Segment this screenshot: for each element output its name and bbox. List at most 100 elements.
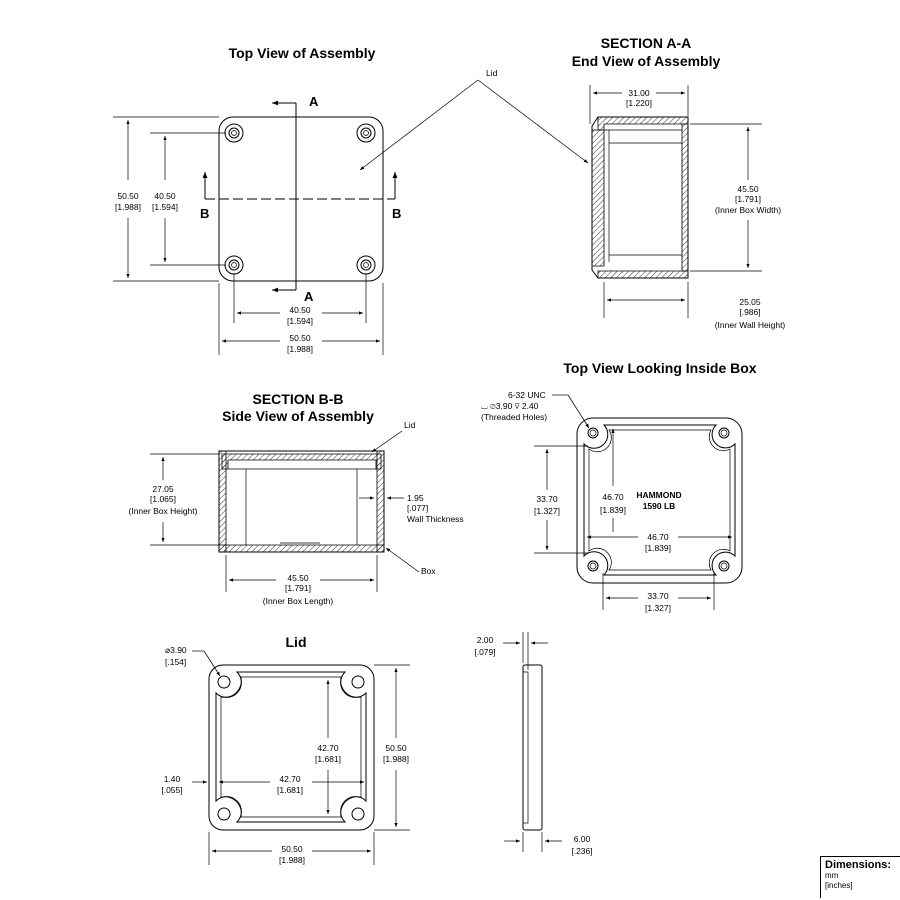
dim-aa-top: 31.00 [1.220] xyxy=(589,85,689,124)
inside-box-wall xyxy=(583,424,736,576)
svg-text:1.95: 1.95 xyxy=(407,493,424,503)
lid-title: Lid xyxy=(286,634,307,650)
svg-text:40.50: 40.50 xyxy=(154,191,176,201)
svg-text:50.50: 50.50 xyxy=(385,743,407,753)
lid-leader: Lid xyxy=(359,68,589,171)
top-view-assembly: Top View of Assembly A A B B Lid xyxy=(113,45,589,355)
svg-text:⌀3.90: ⌀3.90 xyxy=(165,645,187,655)
section-bb-title: SECTION B-B xyxy=(253,391,344,407)
svg-text:50.50: 50.50 xyxy=(281,844,303,854)
svg-text:1.40: 1.40 xyxy=(164,774,181,784)
dim-lid-inner-w: 42.70 [1.681] xyxy=(219,774,364,795)
dim-inside-vert-inner: 46.70 [1.839] xyxy=(600,429,626,532)
svg-text:[.236]: [.236] xyxy=(571,846,592,856)
svg-text:[1.327]: [1.327] xyxy=(645,603,671,613)
dim-lid-side-thick: 6.00 [.236] xyxy=(504,832,593,856)
svg-text:33.70: 33.70 xyxy=(536,494,558,504)
svg-text:[1.839]: [1.839] xyxy=(600,505,626,515)
svg-text:46.70: 46.70 xyxy=(647,532,669,542)
lid-lip-outer xyxy=(215,671,367,823)
svg-text:50.50: 50.50 xyxy=(117,191,139,201)
svg-text:[1.791]: [1.791] xyxy=(735,194,761,204)
svg-text:(Threaded Holes): (Threaded Holes) xyxy=(481,412,547,422)
svg-text:42.70: 42.70 xyxy=(317,743,339,753)
svg-text:(Inner Wall Height): (Inner Wall Height) xyxy=(715,320,786,330)
svg-text:⌴ ⌀3.90 ⊽ 2.40: ⌴ ⌀3.90 ⊽ 2.40 xyxy=(481,401,539,411)
section-aa-lid xyxy=(591,129,605,267)
top-view-title: Top View of Assembly xyxy=(229,45,376,61)
svg-text:27.05: 27.05 xyxy=(152,484,174,494)
dim-aa-width: 45.50 [1.791] (Inner Box Width) xyxy=(690,123,781,272)
svg-text:[1.839]: [1.839] xyxy=(645,543,671,553)
dim-outer-width: 50.50 [1.988] xyxy=(218,283,384,355)
section-aa-body xyxy=(591,116,689,279)
top-view-outline xyxy=(218,116,384,282)
section-a-label-bottom: A xyxy=(304,289,314,304)
section-line-a: A A xyxy=(272,94,319,304)
svg-text:50.50: 50.50 xyxy=(289,333,311,343)
dim-bb-length: 45.50 [1.791] (Inner Box Length) xyxy=(225,555,378,606)
dim-lid-lip: 1.40 [.055] xyxy=(161,774,207,795)
dim-inside-horiz-inner: 46.70 [1.839] xyxy=(587,532,732,553)
section-a-label-top: A xyxy=(309,94,319,109)
svg-text:6-32 UNC: 6-32 UNC xyxy=(508,390,546,400)
dim-bb-height: 27.05 [1.065] (Inner Box Height) xyxy=(129,453,219,546)
section-aa-view: SECTION A-A End View of Assembly 31.00 [… xyxy=(572,35,786,330)
svg-text:45.50: 45.50 xyxy=(287,573,309,583)
svg-text:[1.988]: [1.988] xyxy=(279,855,305,865)
dimensions-legend: Dimensions: mm [inches] xyxy=(820,856,900,898)
dim-outer-height: 50.50 [1.988] xyxy=(113,116,219,282)
lid-view: Lid ⌀3.90 [.154] 42.70 [1.681] xyxy=(161,634,410,865)
svg-text:(Inner Box Length): (Inner Box Length) xyxy=(263,596,334,606)
svg-text:2.00: 2.00 xyxy=(477,635,494,645)
svg-text:[1.065]: [1.065] xyxy=(150,494,176,504)
section-b-label-left: B xyxy=(200,206,209,221)
svg-text:45.50: 45.50 xyxy=(737,184,759,194)
thread-callout: 6-32 UNC ⌴ ⌀3.90 ⊽ 2.40 (Threaded Holes) xyxy=(481,390,590,429)
svg-text:(Inner Box Width): (Inner Box Width) xyxy=(715,205,781,215)
legend-unit-mm: mm xyxy=(825,871,839,880)
svg-text:(Inner Box Height): (Inner Box Height) xyxy=(129,506,198,516)
section-aa-subtitle: End View of Assembly xyxy=(572,53,721,69)
svg-text:[.079]: [.079] xyxy=(474,647,495,657)
svg-text:[1.681]: [1.681] xyxy=(315,754,341,764)
section-bb-lid xyxy=(221,453,382,470)
svg-text:40.50: 40.50 xyxy=(289,305,311,315)
svg-text:[.055]: [.055] xyxy=(161,785,182,795)
svg-text:[1.327]: [1.327] xyxy=(534,506,560,516)
lid-label-top: Lid xyxy=(486,68,498,78)
legend-unit-inches: [inches] xyxy=(825,881,853,890)
lid-hole-callout: ⌀3.90 [.154] xyxy=(165,645,221,677)
svg-text:46.70: 46.70 xyxy=(602,492,624,502)
svg-text:[1.594]: [1.594] xyxy=(152,202,178,212)
lid-side-outline xyxy=(522,664,543,831)
legend-title: Dimensions: xyxy=(825,859,892,871)
svg-text:[1.988]: [1.988] xyxy=(383,754,409,764)
model-label: 1590 LB xyxy=(643,501,676,511)
dim-lid-outer-w: 50.50 [1.988] xyxy=(208,832,375,865)
inside-box-outline xyxy=(576,417,743,584)
top-view-holes xyxy=(224,123,376,275)
section-b-label-right: B xyxy=(392,206,401,221)
dim-lid-inner-h: 42.70 [1.681] xyxy=(315,680,341,814)
svg-text:6.00: 6.00 xyxy=(574,834,591,844)
svg-text:[.077]: [.077] xyxy=(407,503,428,513)
lid-holes xyxy=(217,675,365,821)
dim-lid-side-lip: 2.00 [.079] xyxy=(474,632,548,670)
dim-lid-outer-h: 50.50 [1.988] xyxy=(374,664,410,831)
section-aa-title: SECTION A-A xyxy=(601,35,691,51)
svg-text:[.154]: [.154] xyxy=(165,657,186,667)
dim-inside-vert-hole: 33.70 [1.327] xyxy=(534,445,588,554)
svg-text:[1.594]: [1.594] xyxy=(287,316,313,326)
inside-box-threaded-holes xyxy=(587,427,730,572)
svg-text:33.70: 33.70 xyxy=(647,591,669,601)
lid-side-view: 2.00 [.079] 6.00 [.236] xyxy=(474,632,593,856)
dim-bb-wall: 1.95 [.077] Wall Thickness xyxy=(359,493,464,524)
section-line-b: B B xyxy=(200,172,401,221)
lid-outline xyxy=(208,664,375,831)
inside-box-view: Top View Looking Inside Box HAMMOND 1590… xyxy=(481,360,757,613)
dim-aa-wall-height: 25.05 [.986] (Inner Wall Height) xyxy=(603,282,786,330)
svg-text:[.986]: [.986] xyxy=(739,307,760,317)
section-bb-body xyxy=(218,450,385,553)
